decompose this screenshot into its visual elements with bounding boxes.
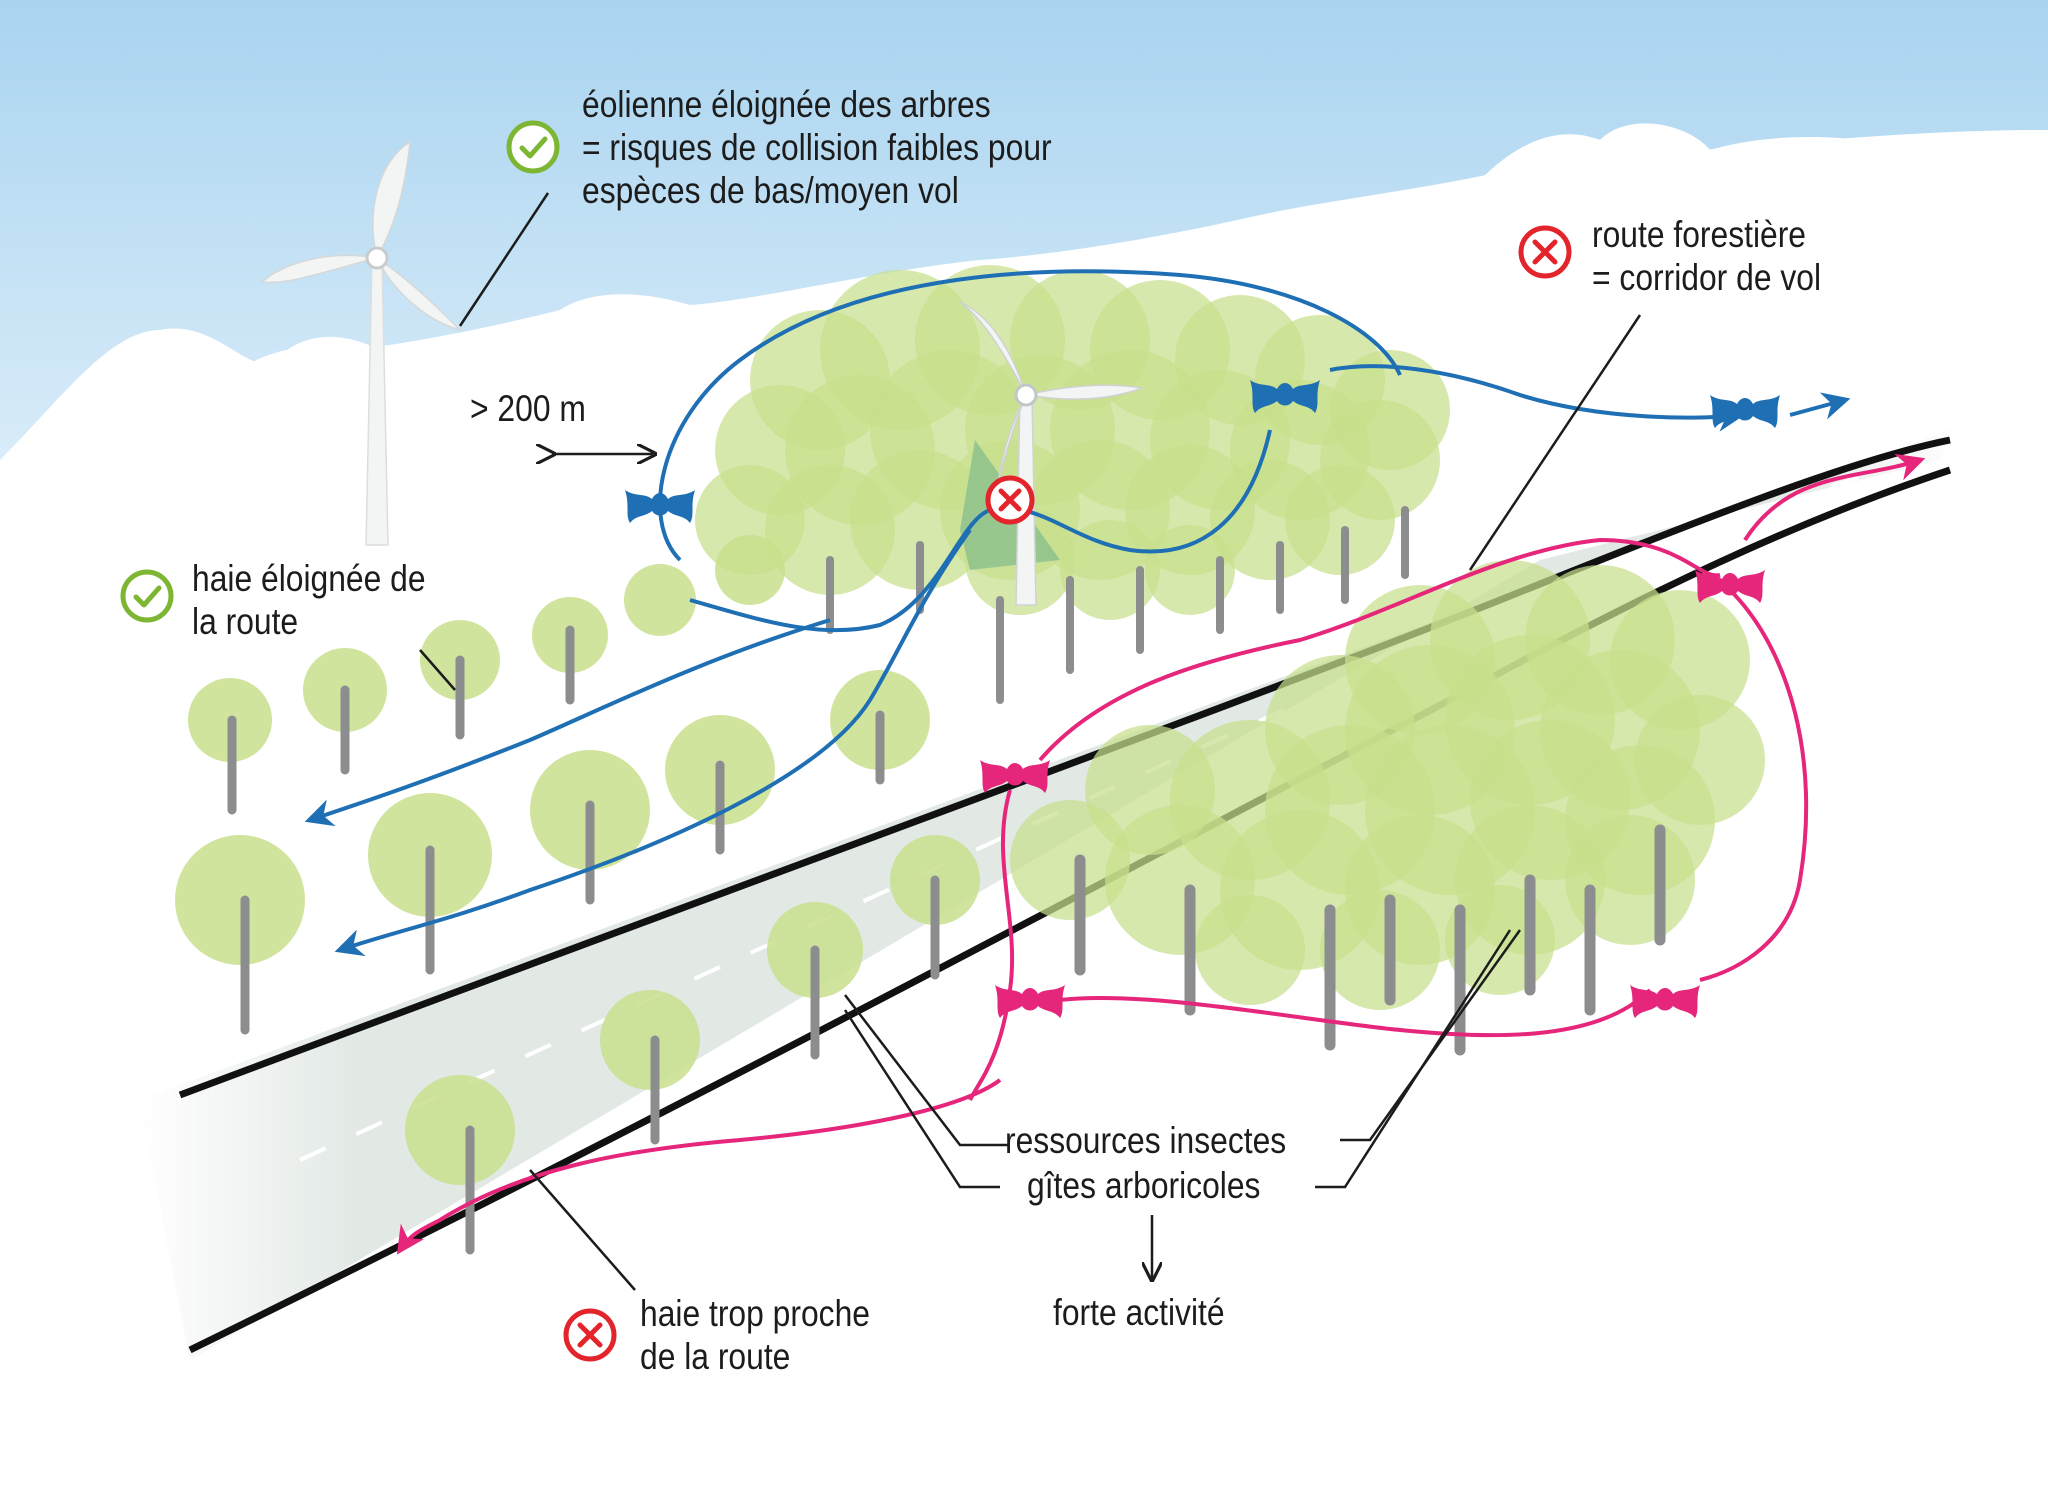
pink-path-left-vertical [968, 789, 1015, 1101]
label-hedge-far-line2: la route [192, 601, 299, 642]
label-distance: > 200 m [470, 387, 586, 430]
wind-turbine-far [260, 140, 463, 546]
pink-path-bottom [396, 1078, 1002, 1255]
label-turbine-far-line1: éolienne éloignée des arbres [582, 84, 991, 125]
label-resources-insects: ressources insectes [1005, 1120, 1287, 1161]
blue-path-to-right [1329, 364, 1746, 432]
pink-bat-paths [396, 453, 1926, 1255]
forest-cluster-front [1010, 560, 1765, 1010]
bat-icon [1630, 985, 1700, 1018]
check-circle-icon [120, 569, 174, 623]
pink-path-middle [1059, 988, 1652, 1038]
label-hedge-near-line2: de la route [640, 1336, 791, 1377]
blue-path-lower-left-2 [334, 528, 972, 957]
blue-path-right-arrow [1789, 392, 1851, 420]
bat-icon [995, 985, 1065, 1018]
pink-path-right-loop [1699, 588, 1809, 982]
label-high-activity-text: forte activité [1053, 1292, 1225, 1333]
hedge-far-trees [175, 535, 930, 1035]
label-hedge-near-line1: haie trop proche [640, 1293, 870, 1334]
label-resources: ressources insectes [1005, 1119, 1286, 1162]
bat-icon [980, 760, 1050, 793]
pink-path-top-loop [1038, 537, 1721, 762]
label-hedge-near: haie trop proche de la route [640, 1292, 870, 1378]
label-hedge-far: haie éloignée de la route [192, 557, 426, 643]
forest-back-trunks [826, 506, 1409, 704]
sky [0, 0, 2048, 460]
label-turbine-far-line2: = risques de collision faibles pour [582, 127, 1052, 168]
pink-path-right-up [1743, 453, 1926, 542]
check-circle-icon [506, 120, 560, 174]
label-forest-road: route forestière = corridor de vol [1592, 213, 1821, 299]
bat-icon [625, 490, 695, 523]
blue-path-loop [658, 269, 1402, 562]
label-turbine-far: éolienne éloignée des arbres = risques d… [582, 83, 1052, 212]
bat-icon [1250, 380, 1320, 413]
bat-icon [1710, 395, 1780, 428]
label-high-activity: forte activité [1053, 1291, 1225, 1334]
label-turbine-far-line3: espèces de bas/moyen vol [582, 170, 959, 211]
label-hedge-far-line1: haie éloignée de [192, 558, 426, 599]
label-roosts: gîtes arboricoles [1027, 1164, 1260, 1207]
turbine-collision-cross-icon [985, 475, 1035, 525]
leader-lines [419, 192, 1642, 1291]
cross-circle-icon [563, 1308, 617, 1362]
bat-icon [1695, 570, 1765, 603]
label-forest-road-line1: route forestière [1592, 214, 1807, 255]
hedge-near-trees [405, 835, 980, 1255]
distance-value: > 200 m [470, 388, 586, 429]
blue-path-lower-left-1 [304, 618, 831, 827]
label-forest-road-line2: = corridor de vol [1592, 257, 1822, 298]
cross-circle-icon [1518, 225, 1572, 279]
label-resources-roosts: gîtes arboricoles [1027, 1165, 1261, 1206]
